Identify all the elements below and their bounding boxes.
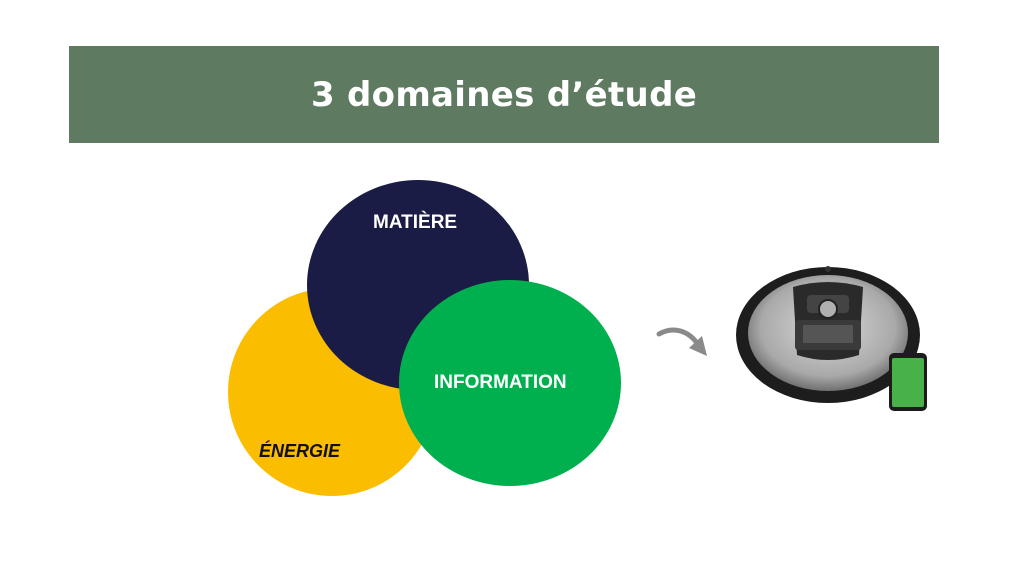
smartphone-image bbox=[889, 353, 927, 411]
energie-label: ÉNERGIE bbox=[259, 441, 341, 461]
page-title: 3 domaines d’étude bbox=[310, 74, 698, 115]
matiere-label: MATIÈRE bbox=[373, 212, 458, 233]
curved-arrow-icon bbox=[656, 327, 707, 356]
title-banner: 3 domaines d’étude bbox=[69, 46, 939, 143]
information-circle bbox=[399, 280, 621, 486]
information-label: INFORMATION bbox=[434, 372, 567, 393]
robot-vacuum-image bbox=[736, 266, 927, 411]
